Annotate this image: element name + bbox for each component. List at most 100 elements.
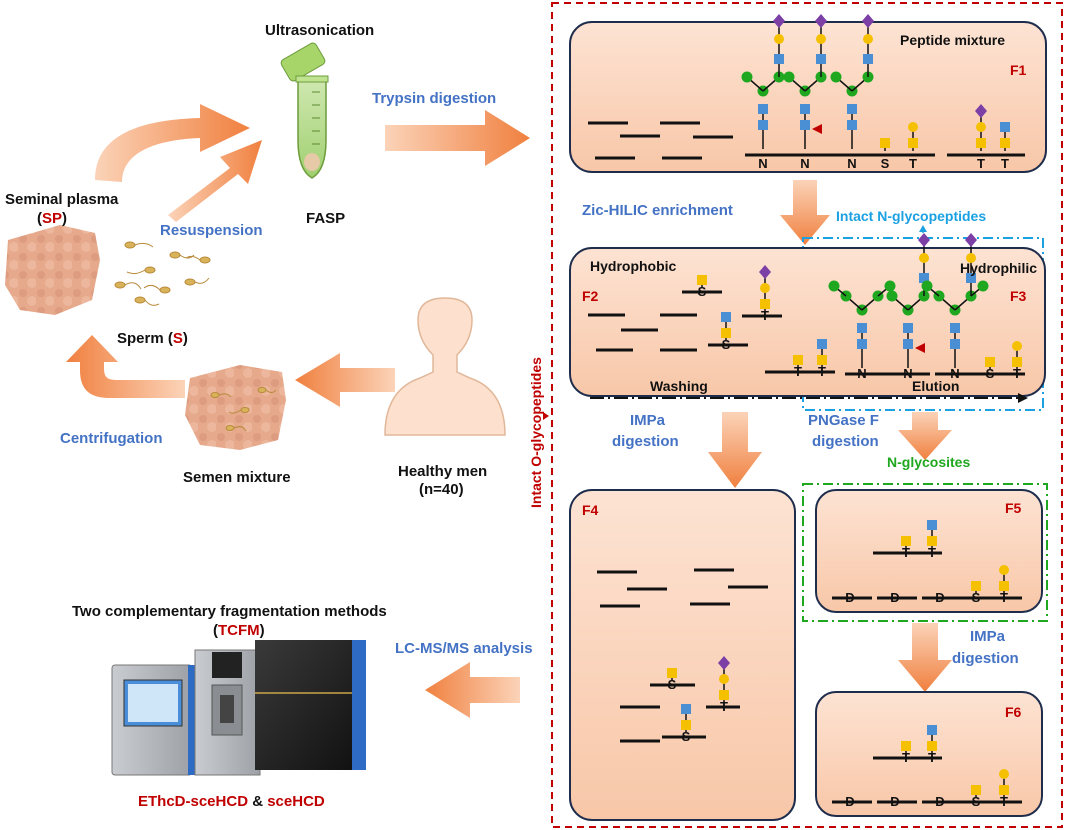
- arrow-impa-2: [898, 623, 952, 692]
- residue-letter: T: [1013, 366, 1021, 381]
- intact-o-glycopeptides-label: Intact O-glycopeptides: [528, 357, 544, 508]
- f6-label: F6: [1005, 704, 1022, 720]
- mannose-circle: [783, 71, 795, 83]
- fasp-label: FASP: [306, 210, 346, 227]
- residue-letter: T: [794, 364, 802, 379]
- residue-letter: N: [857, 366, 866, 381]
- residue-letter: T: [909, 156, 917, 171]
- trypsin-label: Trypsin digestion: [372, 90, 497, 107]
- mannose-circle: [830, 71, 842, 83]
- galactose-circle: [999, 565, 1009, 575]
- residue-letter: D: [935, 590, 944, 605]
- n-glycosites-label: N-glycosites: [887, 454, 971, 470]
- glcnac-square: [966, 273, 976, 283]
- sialic-acid-diamond: [718, 656, 730, 670]
- mannose-circle: [977, 280, 989, 292]
- f5-glycans: [901, 520, 1009, 594]
- box-f4: [569, 489, 796, 821]
- galactose-circle: [760, 283, 770, 293]
- curved-arrow-sp-to-tube: [95, 104, 250, 182]
- galnac-square: [1000, 138, 1010, 148]
- n40-label: (n=40): [419, 481, 464, 498]
- green-dashed-frame: [802, 483, 1048, 622]
- galactose-circle: [863, 34, 873, 44]
- glcnac-square: [758, 120, 768, 130]
- arrow-zic-hilic: [780, 180, 830, 245]
- impa-1-digestion-label: digestion: [612, 433, 679, 450]
- sialic-acid-diamond: [773, 14, 785, 28]
- galnac-square: [927, 536, 937, 546]
- washing-label: Washing: [650, 378, 708, 394]
- galactose-circle: [999, 769, 1009, 779]
- ultrasonication-label: Ultrasonication: [265, 22, 375, 39]
- f4-peptide-lines: [597, 568, 768, 743]
- seminal-plasma-label: Seminal plasma: [5, 191, 119, 208]
- glcnac-square: [903, 339, 913, 349]
- residue-letter: D: [935, 794, 944, 809]
- arrow-men-to-semen: [295, 353, 395, 407]
- galactose-circle: [908, 122, 918, 132]
- glcnac-square: [758, 104, 768, 114]
- residue-letter: T: [977, 156, 985, 171]
- residue-letter: S: [881, 156, 890, 171]
- resuspension-label: Resuspension: [160, 222, 263, 239]
- sialic-acid-diamond: [815, 14, 827, 28]
- residue-letter: D: [890, 794, 899, 809]
- sialic-acid-diamond: [918, 233, 930, 247]
- sperm-label: Sperm (S): [117, 330, 188, 347]
- residue-letter: T: [1000, 794, 1008, 809]
- two-methods-label: Two complementary fragmentation methods: [72, 603, 387, 620]
- galactose-circle: [966, 253, 976, 263]
- galnac-square: [971, 785, 981, 795]
- f4-glycans: [667, 656, 730, 733]
- glcnac-square: [950, 339, 960, 349]
- galnac-square: [999, 785, 1009, 795]
- f1-peptide-lines: [588, 121, 1025, 160]
- glcnac-square: [950, 323, 960, 333]
- residue-letter: S: [668, 677, 677, 692]
- impa-1-label: IMPa: [630, 412, 666, 429]
- residue-letter: S: [722, 337, 731, 352]
- elution-label: Elution: [912, 378, 960, 394]
- glcnac-square: [816, 54, 826, 64]
- galactose-circle: [976, 122, 986, 132]
- residue-letter: N: [800, 156, 809, 171]
- residue-letter: N: [847, 156, 856, 171]
- f1-glycans: [741, 14, 1010, 151]
- diagonal-arrow-resuspension: [168, 140, 262, 222]
- galnac-square: [721, 328, 731, 338]
- residue-letter: T: [1000, 590, 1008, 605]
- glcnac-square: [857, 323, 867, 333]
- glcnac-square: [863, 54, 873, 64]
- intact-n-glycopeptides-label: Intact N-glycopeptides: [836, 208, 987, 224]
- glcnac-square: [919, 273, 929, 283]
- mannose-circle: [828, 280, 840, 292]
- semen-mixture-image: [185, 365, 286, 450]
- residue-letter: D: [845, 590, 854, 605]
- galnac-square: [985, 357, 995, 367]
- residue-letter: N: [950, 366, 959, 381]
- galactose-circle: [816, 34, 826, 44]
- residue-letter: T: [928, 750, 936, 765]
- glcnac-square: [857, 339, 867, 349]
- red-dashed-frame: [551, 2, 1063, 828]
- lcms-label: LC-MS/MS analysis: [395, 640, 533, 657]
- box-f1: [569, 21, 1047, 173]
- glcnac-square: [847, 120, 857, 130]
- mannose-circle: [884, 280, 896, 292]
- residue-letter: T: [720, 699, 728, 714]
- impa-2-label: IMPa: [970, 628, 1006, 645]
- residue-letter: T: [1001, 156, 1009, 171]
- centrifugation-label: Centrifugation: [60, 430, 163, 447]
- f2-f3-glycans: [697, 233, 1022, 370]
- galnac-square: [971, 581, 981, 591]
- galnac-square: [927, 741, 937, 751]
- arrow-lcms: [425, 662, 520, 718]
- sialic-acid-diamond: [759, 265, 771, 279]
- residue-letter: S: [986, 366, 995, 381]
- arrow-impa-1: [708, 412, 762, 488]
- glcnac-square: [800, 104, 810, 114]
- galnac-square: [880, 138, 890, 148]
- glcnac-square: [1000, 122, 1010, 132]
